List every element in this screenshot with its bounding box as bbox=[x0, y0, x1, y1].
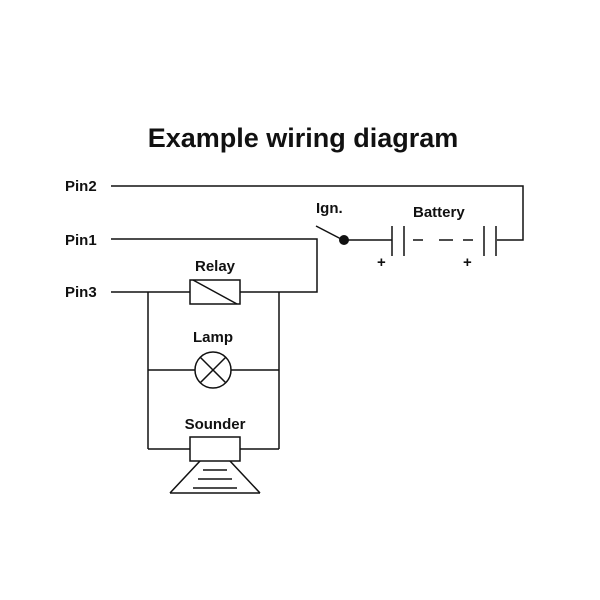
lamp-label: Lamp bbox=[193, 329, 233, 346]
relay-symbol bbox=[189, 279, 241, 305]
sounder-label: Sounder bbox=[185, 416, 246, 433]
pin1-wire bbox=[111, 238, 318, 293]
battery-positive-left: + bbox=[377, 254, 386, 271]
pin2-label: Pin2 bbox=[65, 178, 97, 195]
pin1-label: Pin1 bbox=[65, 232, 97, 249]
sounder-symbol bbox=[169, 436, 261, 494]
ignition-switch-lever bbox=[315, 225, 344, 241]
battery-label: Battery bbox=[413, 204, 465, 221]
battery-positive-right: + bbox=[463, 254, 472, 271]
relay-label: Relay bbox=[195, 258, 236, 275]
ignition-label: Ign. bbox=[316, 200, 343, 217]
lamp-symbol bbox=[194, 351, 232, 389]
battery-symbol bbox=[391, 226, 497, 256]
diagram-title: Example wiring diagram bbox=[148, 123, 459, 153]
pin2-wire bbox=[111, 185, 524, 241]
pin3-label: Pin3 bbox=[65, 284, 97, 301]
